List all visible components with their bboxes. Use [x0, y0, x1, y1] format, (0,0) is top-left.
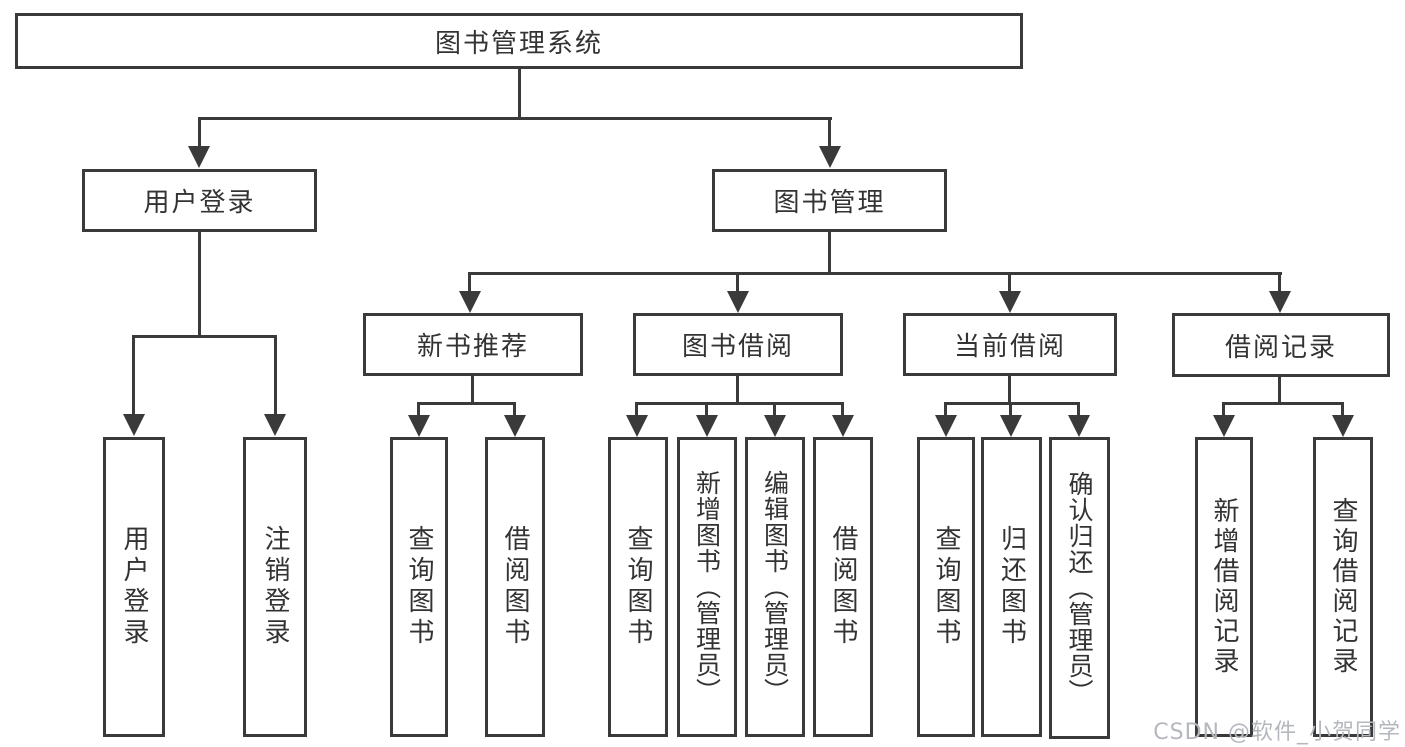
connector-line	[471, 376, 474, 404]
node-label: 借阅图书	[500, 525, 530, 649]
connector-line	[1222, 402, 1225, 416]
node-leaf-confirm-return-admin: 确认归还（管理员）	[1049, 437, 1110, 739]
connector-arrowhead	[727, 291, 749, 313]
connector-line	[944, 402, 1080, 405]
connector-line	[828, 117, 831, 147]
csdn-watermark: CSDN @软件_小贺同学	[1153, 720, 1401, 745]
node-label: 查询图书	[404, 525, 434, 649]
connector-line	[736, 272, 739, 292]
connector-line	[1278, 272, 1281, 292]
connector-line	[705, 402, 708, 416]
connector-line	[417, 402, 516, 405]
node-label: 查询图书	[623, 525, 653, 649]
connector-arrowhead	[1000, 415, 1022, 437]
node-leaf-user-login: 用户登录	[103, 437, 165, 737]
node-current-borrowing: 当前借阅	[903, 313, 1117, 376]
connector-line	[635, 402, 844, 405]
node-label: 借阅图书	[828, 525, 858, 649]
connector-arrowhead	[935, 415, 957, 437]
node-label: 确认归还（管理员）	[1065, 471, 1094, 705]
node-label: 归还图书	[996, 525, 1027, 649]
connector-line	[1278, 377, 1281, 404]
node-leaf-logout: 注销登录	[243, 437, 307, 737]
node-label: 新增借阅记录	[1209, 497, 1239, 677]
node-leaf-borrow-books-1: 借阅图书	[485, 437, 545, 737]
node-book-borrowing: 图书借阅	[633, 313, 843, 376]
node-leaf-add-borrow-record: 新增借阅记录	[1195, 437, 1253, 737]
node-leaf-edit-books-admin: 编辑图书（管理员）	[745, 437, 805, 737]
node-new-book-recommend: 新书推荐	[363, 313, 583, 376]
connector-line	[132, 335, 277, 338]
connector-arrowhead	[188, 146, 210, 168]
connector-line	[513, 402, 516, 416]
node-leaf-search-books-2: 查询图书	[608, 437, 668, 737]
node-label: 查询借阅记录	[1328, 497, 1358, 677]
connector-arrowhead	[1068, 415, 1090, 437]
connector-line	[274, 335, 277, 415]
node-leaf-return-books: 归还图书	[981, 437, 1042, 737]
connector-line	[1077, 402, 1080, 416]
connector-arrowhead	[696, 415, 718, 437]
node-leaf-search-books-3: 查询图书	[917, 437, 975, 737]
connector-arrowhead	[819, 146, 841, 168]
node-label: 查询图书	[931, 525, 961, 649]
connector-line	[417, 402, 420, 416]
connector-arrowhead	[832, 415, 854, 437]
connector-arrowhead	[123, 414, 145, 436]
node-label: 新增图书（管理员）	[692, 470, 722, 704]
node-label: 编辑图书（管理员）	[760, 470, 790, 704]
connector-arrowhead	[999, 291, 1021, 313]
connector-line	[828, 232, 831, 274]
node-label: 当前借阅	[953, 332, 1066, 362]
connector-arrowhead	[1213, 415, 1235, 437]
node-label: 借阅记录	[1224, 332, 1337, 363]
connector-line	[736, 376, 739, 404]
connector-line	[944, 402, 947, 416]
node-label: 新书推荐	[416, 332, 529, 362]
connector-line	[198, 232, 201, 336]
connector-line	[468, 272, 471, 292]
node-borrowing-records: 借阅记录	[1172, 313, 1390, 377]
node-label: 图书管理	[773, 188, 886, 218]
connector-arrowhead	[408, 415, 430, 437]
node-label: 用户登录	[119, 525, 149, 649]
connector-line	[468, 272, 1282, 275]
connector-arrowhead	[504, 415, 526, 437]
connector-line	[841, 402, 844, 416]
connector-line	[635, 402, 638, 416]
node-leaf-borrow-books-2: 借阅图书	[813, 437, 873, 737]
connector-line	[198, 117, 832, 120]
connector-arrowhead	[459, 291, 481, 313]
node-leaf-search-borrow-record: 查询借阅记录	[1313, 437, 1373, 737]
connector-line	[1008, 272, 1011, 292]
node-book-management: 图书管理	[712, 169, 947, 232]
node-leaf-add-books-admin: 新增图书（管理员）	[677, 437, 737, 737]
node-label: 注销登录	[260, 525, 290, 649]
connector-arrowhead	[1269, 291, 1291, 313]
node-label: 图书管理系统	[434, 28, 603, 59]
node-leaf-search-books-1: 查询图书	[390, 437, 448, 737]
connector-line	[1009, 402, 1012, 416]
connector-arrowhead	[764, 415, 786, 437]
connector-line	[1008, 376, 1011, 404]
connector-line	[198, 117, 201, 147]
node-label: 图书借阅	[681, 332, 794, 362]
connector-line	[1222, 402, 1344, 405]
connector-line	[518, 69, 521, 119]
connector-arrowhead	[1332, 415, 1354, 437]
connector-arrowhead	[264, 414, 286, 436]
connector-line	[773, 402, 776, 416]
node-root-library-system: 图书管理系统	[15, 13, 1023, 69]
node-label: 用户登录	[143, 188, 256, 218]
connector-line	[132, 335, 135, 415]
connector-arrowhead	[626, 415, 648, 437]
node-user-login: 用户登录	[82, 169, 317, 232]
connector-line	[1341, 402, 1344, 416]
